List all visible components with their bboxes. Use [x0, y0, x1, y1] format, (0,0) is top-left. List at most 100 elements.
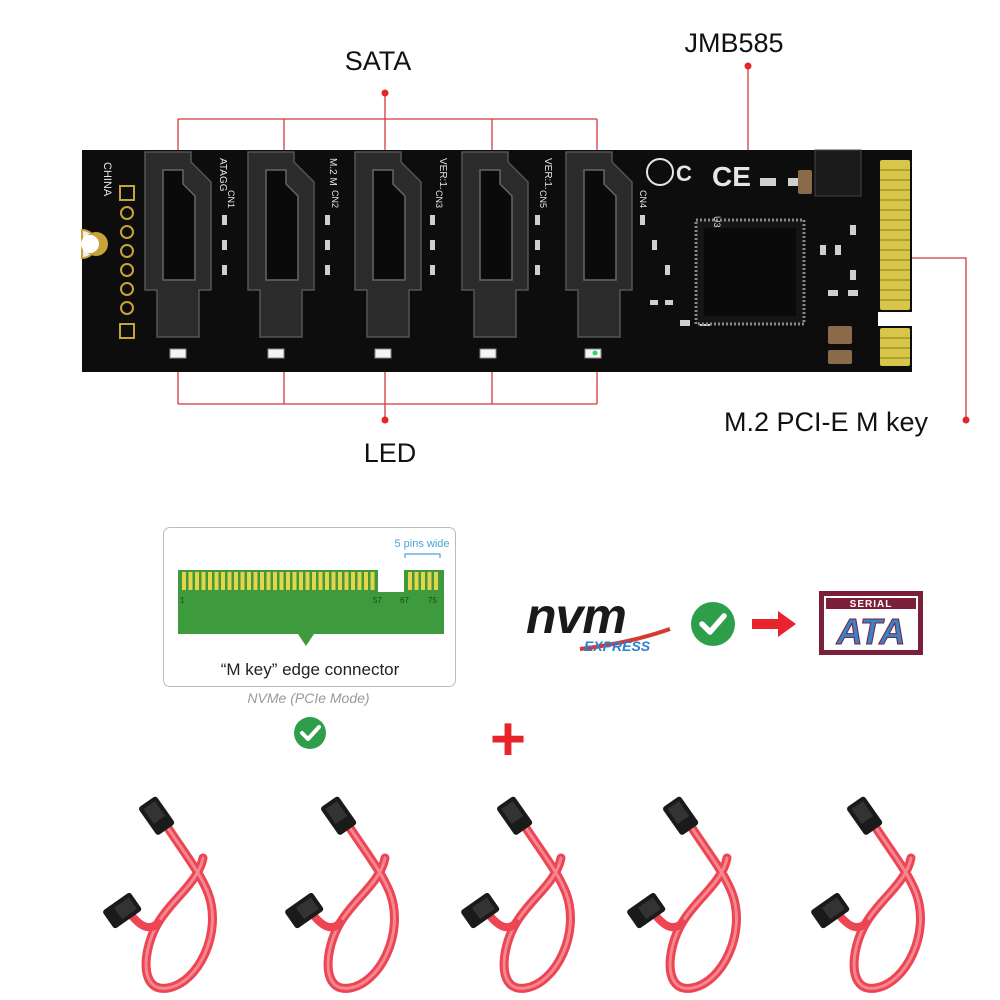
- chip-silkscreen: U3: [712, 216, 722, 228]
- edge-pin: [427, 572, 432, 590]
- sata-connector-1: [144, 151, 212, 338]
- edge-pin: [434, 572, 438, 590]
- cn-label-1: CN1: [226, 190, 236, 208]
- chip-callout-dot: [744, 62, 752, 70]
- nvme-mode-note: NVMe (PCIe Mode): [247, 690, 370, 706]
- silkscreen-version-b: VER:1.: [542, 158, 553, 190]
- edge-pin: [188, 572, 193, 590]
- cn-label-4: CN5: [538, 190, 548, 208]
- edge-pin: [234, 572, 238, 590]
- edge-pin: [208, 572, 212, 590]
- edge-pin: [182, 572, 186, 590]
- sata-cables-row: [0, 790, 1000, 1000]
- edge-pin: [312, 572, 316, 590]
- header-pins: [119, 185, 135, 339]
- sata-card-diagram: CHINA ATAGG M.2 M VER:1. VER:1. CN1 CN2 …: [81, 28, 970, 468]
- mkey-callout-line: [912, 257, 967, 420]
- sata-connector-3: [354, 151, 422, 338]
- svg-text:C: C: [676, 161, 692, 186]
- edge-pin: [414, 572, 419, 590]
- led-bracket: [177, 368, 598, 420]
- finger-lines: [880, 169, 910, 359]
- sata-cable-4: [626, 796, 737, 989]
- pins-wide-bracket: [404, 553, 441, 558]
- pin-75-label: 75: [428, 596, 437, 605]
- sata-label: SATA: [345, 46, 412, 76]
- edge-pin: [266, 572, 271, 590]
- svg-text:CE: CE: [712, 161, 751, 192]
- sata-cable-1: [102, 796, 213, 989]
- jmb585-label: JMB585: [684, 28, 783, 58]
- edge-pin: [299, 572, 303, 590]
- mkey-pins-left: [182, 572, 375, 590]
- pin-1-label: 1: [180, 596, 185, 605]
- plus-sign: +: [489, 705, 527, 774]
- edge-pin: [318, 572, 323, 590]
- sata-cable-2: [284, 796, 395, 989]
- edge-pin: [260, 572, 264, 590]
- led-indicators: [169, 348, 602, 359]
- pin-67-label: 67: [400, 596, 409, 605]
- cn-label-3: CN3: [434, 190, 444, 208]
- edge-pin: [331, 572, 336, 590]
- nvm-express-logo: nvm EXPRESS: [526, 588, 671, 654]
- edge-pin: [305, 572, 310, 590]
- serial-ata-logo: SERIAL ATA: [819, 591, 923, 655]
- express-logo-text: EXPRESS: [584, 638, 651, 654]
- edge-pin: [292, 572, 297, 590]
- inductor: [814, 149, 862, 197]
- serial-logo-text: SERIAL: [850, 599, 893, 610]
- edge-pin: [338, 572, 342, 590]
- check-icon: [294, 717, 326, 749]
- edge-pin: [227, 572, 232, 590]
- edge-pin: [344, 572, 349, 590]
- edge-pin: [273, 572, 277, 590]
- cn-label-2: CN2: [330, 190, 340, 208]
- edge-pin: [325, 572, 329, 590]
- ata-logo-text: ATA: [836, 611, 906, 652]
- nvm-logo-text: nvm: [526, 588, 626, 644]
- mkey-pins-right: [408, 572, 438, 590]
- mkey-callout-dot: [962, 416, 970, 424]
- sata-callout-dot: [381, 89, 389, 97]
- pin-57-label: 57: [373, 596, 382, 605]
- edge-pin: [221, 572, 225, 590]
- nvm-swoosh: [579, 627, 671, 651]
- sata-connector-2: [247, 151, 315, 338]
- gold-edge-fingers: [880, 160, 910, 366]
- sata-connector-5: [565, 151, 633, 338]
- led-label: LED: [364, 438, 417, 468]
- sata-connector-4: [461, 151, 529, 338]
- jmb585-chip: U3: [694, 216, 806, 326]
- edge-pin: [253, 572, 258, 590]
- fc-mark: C: [646, 158, 692, 186]
- mkey-connector-graphic: 5 pins wide 1 57 67 75 “M key” edge conn…: [178, 538, 450, 679]
- cn-label-5: CN4: [638, 190, 648, 208]
- edge-pin: [421, 572, 425, 590]
- sata-bracket: [177, 93, 598, 160]
- edge-pin: [240, 572, 245, 590]
- edge-pin: [286, 572, 290, 590]
- edge-pin: [357, 572, 362, 590]
- mkey-label: M.2 PCI-E M key: [724, 407, 929, 437]
- edge-pin: [279, 572, 284, 590]
- edge-pin: [408, 572, 412, 590]
- edge-pin: [214, 572, 219, 590]
- silkscreen-version-a: VER:1.: [437, 158, 448, 190]
- mkey-caption: “M key” edge connector: [221, 660, 400, 679]
- silkscreen-model: ATAGG: [217, 158, 228, 192]
- edge-pin: [351, 572, 355, 590]
- silkscreen-m2: M.2 M: [327, 158, 338, 186]
- check-icon: [691, 602, 735, 646]
- sata-cable-5: [810, 796, 921, 989]
- pins-wide-note: 5 pins wide: [394, 538, 449, 550]
- sata-cable-3: [460, 796, 571, 989]
- edge-pin: [370, 572, 375, 590]
- smd-components: [222, 178, 858, 326]
- arrow-right-icon: [752, 611, 796, 637]
- capacitors: [798, 170, 852, 364]
- mkey-edge-connector-panel: 5 pins wide 1 57 67 75 “M key” edge conn…: [163, 527, 456, 687]
- edge-pin: [195, 572, 199, 590]
- edge-pin: [201, 572, 206, 590]
- led-callout-dot: [381, 416, 389, 424]
